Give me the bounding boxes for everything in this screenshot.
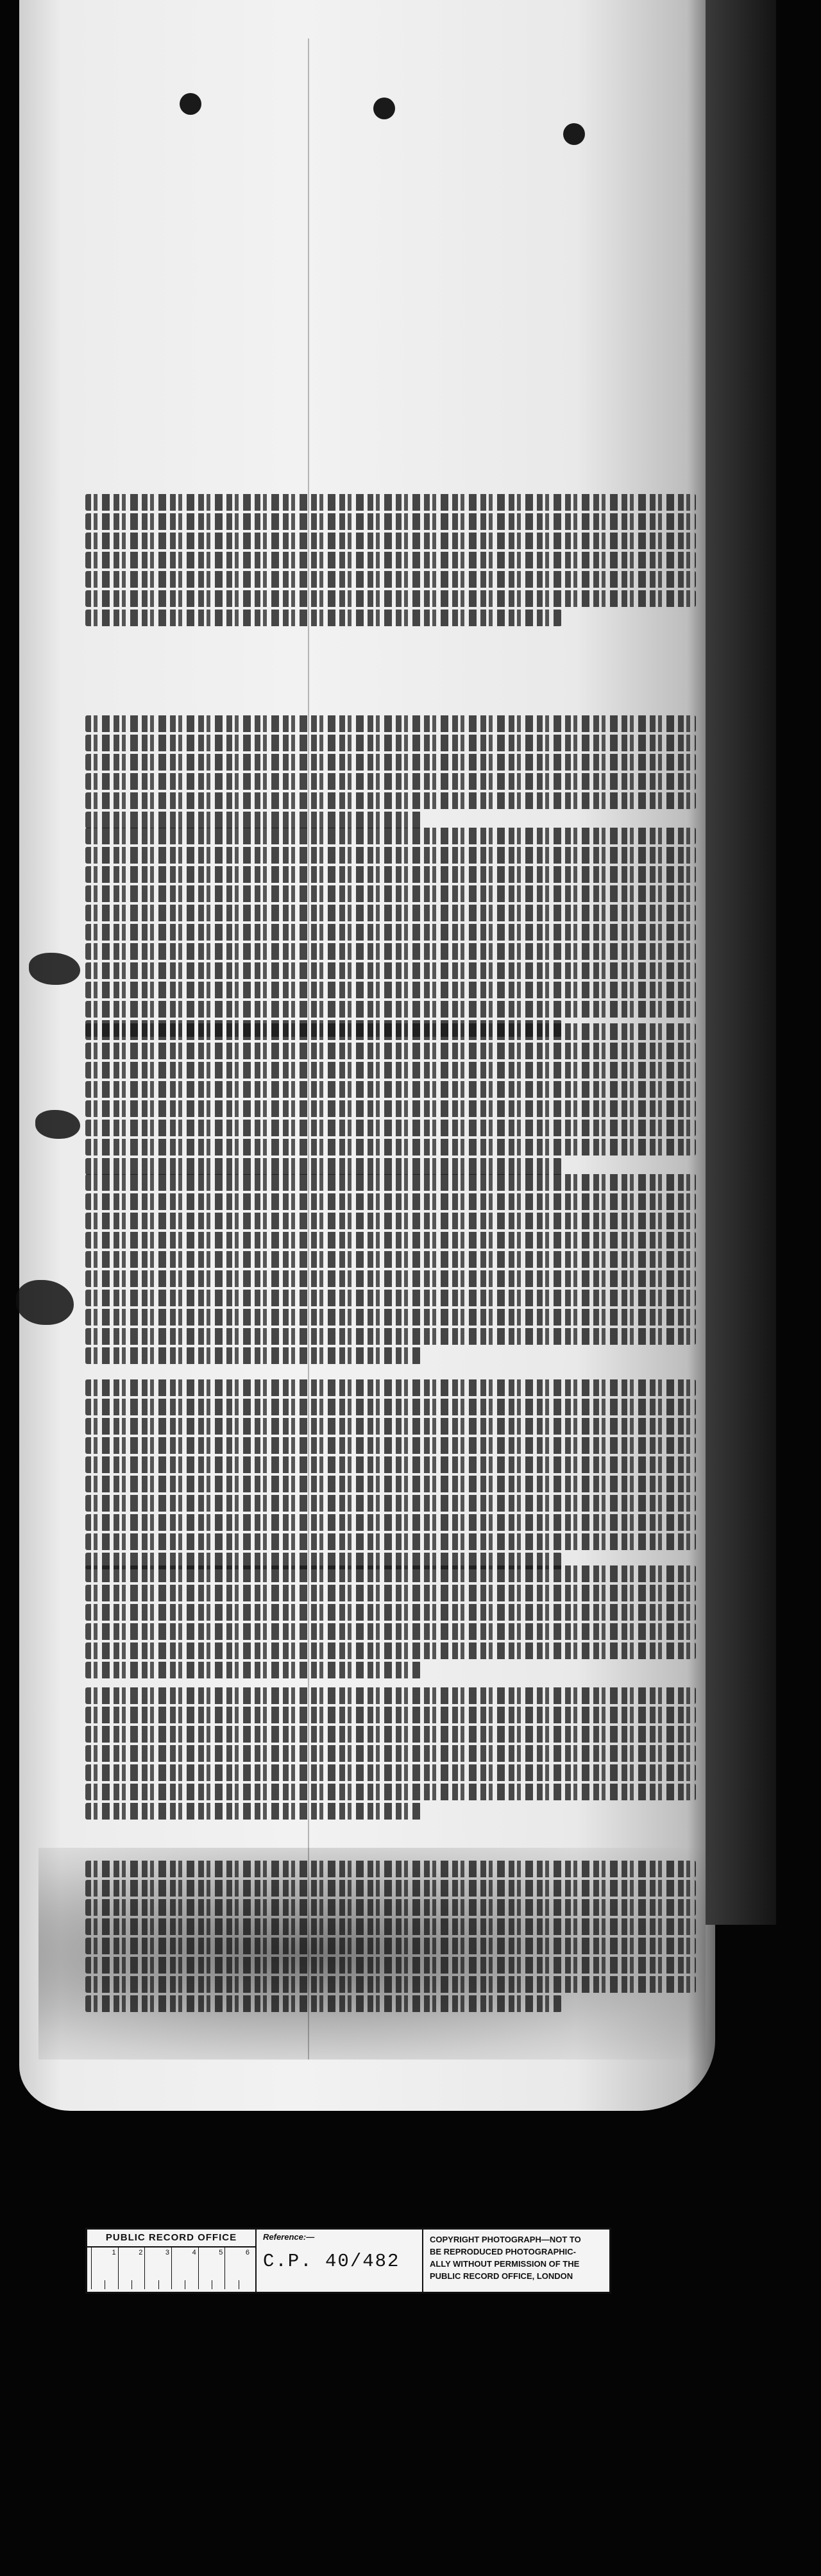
membrane-shadow — [706, 0, 776, 1925]
plea-entry — [29, 1023, 696, 1177]
copyright-line: COPYRIGHT PHOTOGRAPH—NOT TO — [430, 2235, 581, 2244]
reference-label: Reference:— — [263, 2232, 315, 2242]
ink-blot — [35, 1110, 80, 1139]
copyright-line: BE REPRODUCED PHOTOGRAPHIC- — [430, 2247, 577, 2256]
punch-hole — [180, 93, 201, 115]
stamp-office-name: PUBLIC RECORD OFFICE — [87, 2230, 255, 2248]
record-office-stamp: PUBLIC RECORD OFFICE 1 2 3 4 5 6 Referen… — [85, 2228, 611, 2294]
plea-entry — [29, 1174, 696, 1367]
copyright-notice: COPYRIGHT PHOTOGRAPH—NOT TO BE REPRODUCE… — [423, 2230, 609, 2292]
ink-blot — [29, 953, 80, 985]
plea-entry — [29, 1379, 696, 1572]
ruler-mark: 5 — [198, 2248, 225, 2289]
ruler-mark: 2 — [117, 2248, 145, 2289]
reference-value: C.P. 40/482 — [263, 2251, 400, 2272]
plea-entry — [29, 828, 696, 1039]
plea-entry — [29, 494, 696, 629]
copyright-line: PUBLIC RECORD OFFICE, LONDON — [430, 2271, 573, 2281]
ruler-mark: 1 — [91, 2248, 118, 2289]
ruler-mark: 3 — [144, 2248, 171, 2289]
water-stain — [38, 1848, 706, 2060]
ink-blot — [16, 1280, 74, 1325]
punch-hole — [563, 123, 585, 145]
plea-entry — [29, 1687, 696, 1822]
stamp-office-panel: PUBLIC RECORD OFFICE 1 2 3 4 5 6 — [87, 2230, 257, 2292]
ruler-mark: 4 — [171, 2248, 198, 2289]
plea-entry — [29, 1565, 696, 1681]
plea-entry — [29, 715, 696, 831]
ruler-mark: 6 — [224, 2248, 251, 2289]
punch-hole — [373, 98, 395, 119]
copyright-line: ALLY WITHOUT PERMISSION OF THE — [430, 2259, 580, 2269]
scale-ruler: 1 2 3 4 5 6 — [87, 2248, 255, 2292]
stamp-reference-panel: Reference:— C.P. 40/482 — [257, 2230, 423, 2292]
